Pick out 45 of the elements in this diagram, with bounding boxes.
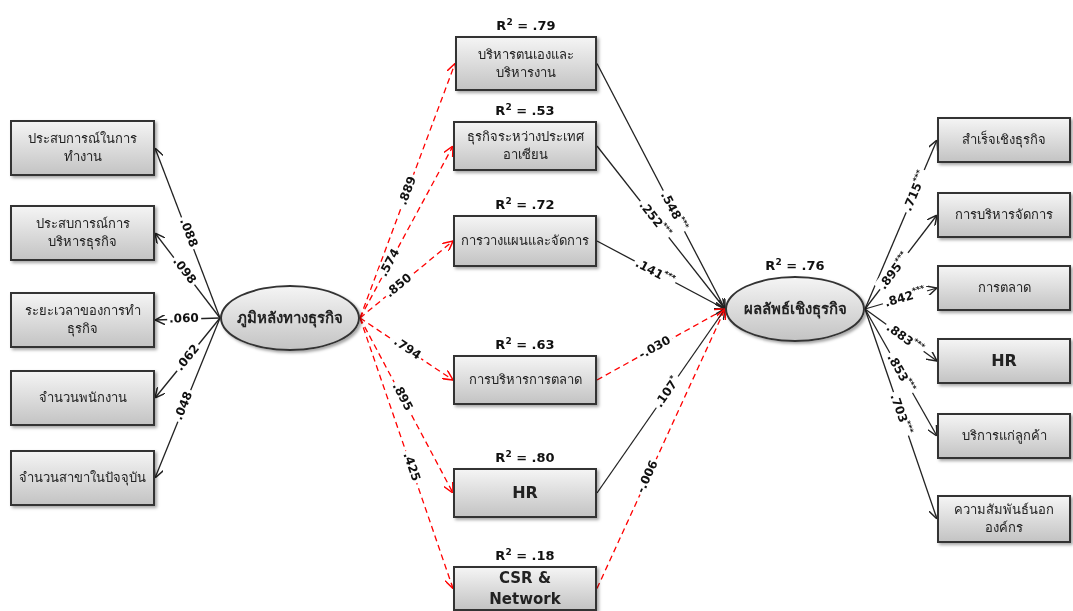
node-label: ประสบการณ์การบริหารธุรกิจ <box>34 215 131 251</box>
r-squared-label: R$^{2}$ = .72 <box>495 196 555 213</box>
r-squared-label: R$^{2}$ = .79 <box>496 17 556 34</box>
node-label: ผลลัพธ์เชิงธุรกิจ <box>743 298 847 320</box>
variable-box <box>937 338 1071 384</box>
node-label: HR <box>512 482 538 504</box>
node-label: CSR & Network <box>488 568 562 609</box>
node-label: การตลาด <box>977 279 1031 297</box>
variable-box <box>453 121 597 171</box>
node-label: บริการแก่ลูกค้า <box>961 427 1047 445</box>
r-squared-label: R$^{2}$ = .53 <box>495 102 555 119</box>
node-label: สำเร็จเชิงธุรกิจ <box>962 131 1046 149</box>
r-squared-label: R$^{2}$ = .76 <box>765 257 825 274</box>
variable-box <box>453 215 597 267</box>
variable-box <box>10 450 155 506</box>
variable-box <box>937 265 1071 311</box>
node-label: การบริหารการตลาด <box>468 371 582 389</box>
variable-box <box>453 355 597 405</box>
node-label: ภูมิหลังทางธุรกิจ <box>237 307 343 329</box>
dashed-arrow <box>359 317 454 494</box>
r-squared-label: R$^{2}$ = .80 <box>495 449 555 466</box>
dashed-arrow <box>359 145 454 319</box>
variable-box <box>937 413 1071 459</box>
variable-box <box>10 370 155 426</box>
node-label: บริหารตนเองและบริหารงาน <box>477 45 575 82</box>
node-label: การบริหารจัดการ <box>955 206 1053 224</box>
r-squared-label: R$^{2}$ = .63 <box>495 336 555 353</box>
node-label: ระยะเวลาของการทำธุรกิจ <box>23 302 142 338</box>
node-label: จำนวนสาขาในปัจจุบัน <box>19 469 146 487</box>
node-label: จำนวนพนักงาน <box>38 389 127 407</box>
variable-box <box>453 566 597 611</box>
node-label: การวางแผนและจัดการ <box>461 232 589 250</box>
variable-box <box>937 192 1071 238</box>
node-label: HR <box>991 350 1017 372</box>
variable-box <box>937 117 1071 163</box>
variable-box <box>10 292 155 348</box>
node-label: ประสบการณ์ในการทำงาน <box>27 130 138 166</box>
node-label: ความสัมพันธ์นอกองค์กร <box>953 501 1055 537</box>
variable-box <box>453 468 597 518</box>
variable-box <box>10 205 155 261</box>
variable-box <box>10 120 155 176</box>
r-squared-label: R$^{2}$ = .18 <box>495 547 555 564</box>
node-label: ธุรกิจระหว่างประเทศอาเซียน <box>465 128 585 164</box>
variable-box <box>455 36 597 91</box>
variable-box <box>937 495 1071 543</box>
